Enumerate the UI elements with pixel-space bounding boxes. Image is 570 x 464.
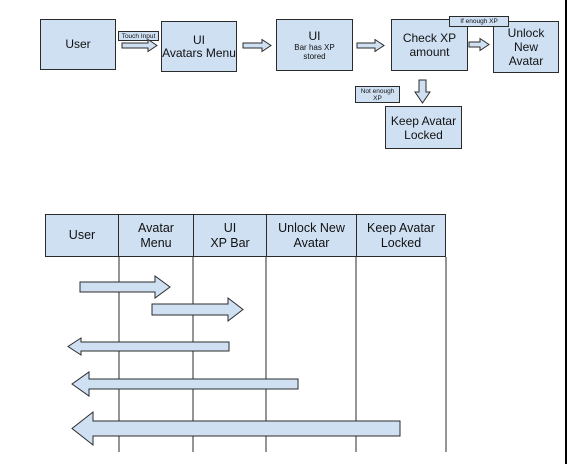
message-menu-to-xpbar	[151, 296, 244, 323]
not-enough-line1: Not enough	[360, 87, 395, 95]
xp-bar-line1: UI	[308, 28, 321, 43]
arrow-check-to-unlock	[468, 37, 490, 52]
keep-locked-line1: Keep Avatar	[390, 113, 457, 128]
touch-input-label: Touch Input	[118, 31, 159, 41]
page-right-border	[565, 0, 567, 464]
xp-bar-line3: stored	[303, 51, 326, 61]
arrow-xpbar-to-check	[356, 38, 385, 53]
message-user-to-menu	[79, 275, 171, 299]
lane-header-keep-locked: Keep Avatar Locked	[356, 214, 446, 257]
unlock-line2: Avatar	[508, 54, 544, 68]
message-unlock-to-user	[71, 371, 299, 397]
keep-locked-line2: Locked	[404, 127, 443, 142]
avatars-menu-box: UI Avatars Menu	[161, 21, 237, 72]
xp-bar-line2: Bar has XP	[294, 42, 335, 52]
avatars-menu-line2: Avatars Menu	[162, 45, 236, 60]
keep-locked-box: Keep Avatar Locked	[385, 106, 462, 149]
arrow-user-to-menu	[121, 38, 158, 53]
check-xp-line2: amount	[409, 45, 450, 59]
if-enough-xp-label: If enough XP	[449, 16, 509, 27]
check-xp-line1: Check XP	[402, 31, 457, 45]
lane-header-avatar-menu: Avatar Menu	[118, 214, 194, 257]
message-xpbar-to-user	[67, 337, 230, 356]
not-enough-xp-label: Not enough XP	[355, 86, 400, 103]
unlock-avatar-box: Unlock New Avatar	[493, 21, 559, 73]
not-enough-line2: XP	[373, 94, 382, 102]
user-label: User	[65, 37, 91, 51]
unlock-line1: Unlock New	[507, 26, 545, 54]
lane-header-user: User	[45, 214, 119, 257]
arrow-check-to-keep-locked	[414, 79, 431, 104]
check-xp-box: Check XP amount	[391, 19, 468, 71]
message-keep-locked-to-user	[71, 410, 401, 447]
avatars-menu-line1: UI	[193, 32, 205, 47]
lane-header-unlock-avatar: Unlock New Avatar	[266, 214, 357, 257]
user-box: User	[40, 19, 116, 70]
xp-bar-box: UI Bar has XP stored	[276, 19, 353, 71]
arrow-menu-to-xpbar	[242, 38, 272, 53]
